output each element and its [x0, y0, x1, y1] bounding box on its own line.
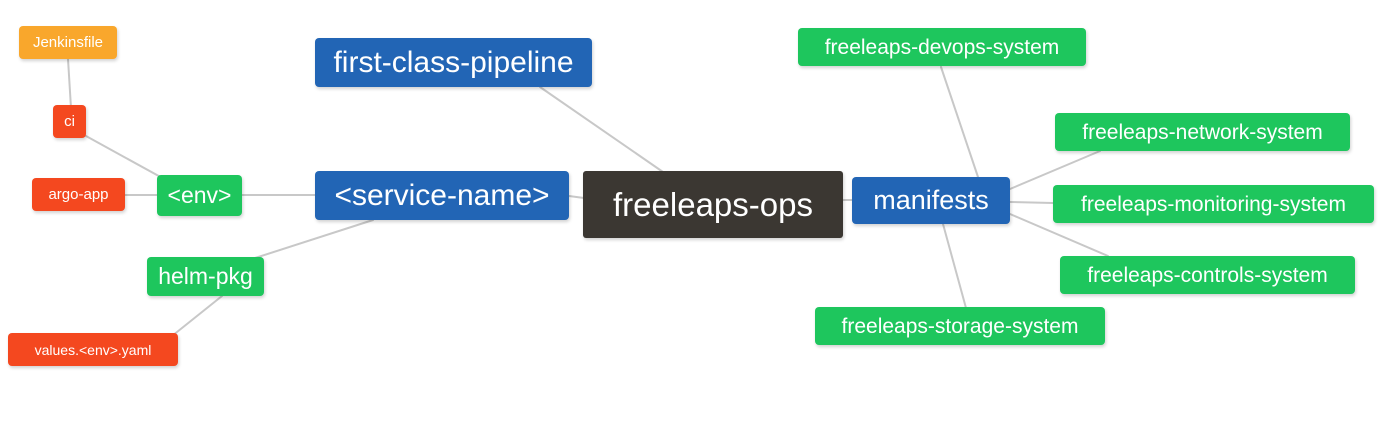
- node-service-name-label: <service-name>: [334, 178, 550, 212]
- node-manifests[interactable]: manifests: [852, 177, 1010, 224]
- edge-jenkinsfile-ci: [67, 58, 72, 109]
- node-env-label: <env>: [167, 182, 232, 208]
- node-helm-pkg[interactable]: helm-pkg: [147, 257, 264, 296]
- node-root-label: freeleaps-ops: [613, 186, 813, 223]
- edge-manifests-networksystem: [1009, 150, 1101, 190]
- node-argo-app[interactable]: argo-app: [32, 178, 125, 211]
- node-ci[interactable]: ci: [53, 105, 86, 138]
- node-values-yaml[interactable]: values.<env>.yaml: [8, 333, 178, 366]
- node-ci-label: ci: [64, 113, 75, 130]
- node-freeleaps-controls-system-label: freeleaps-controls-system: [1087, 263, 1328, 287]
- edge-manifests-storagesystem: [942, 223, 967, 309]
- node-freeleaps-monitoring-system-label: freeleaps-monitoring-system: [1081, 192, 1346, 216]
- node-freeleaps-storage-system-label: freeleaps-storage-system: [841, 314, 1079, 338]
- node-argo-app-label: argo-app: [48, 186, 109, 203]
- node-freeleaps-devops-system-label: freeleaps-devops-system: [824, 35, 1060, 59]
- node-freeleaps-controls-system[interactable]: freeleaps-controls-system: [1060, 256, 1355, 294]
- node-root-freeleaps-ops[interactable]: freeleaps-ops: [583, 171, 843, 238]
- node-env[interactable]: <env>: [157, 175, 242, 216]
- edge-manifests-devopssystem: [940, 66, 979, 178]
- node-first-class-pipeline[interactable]: first-class-pipeline: [315, 38, 592, 87]
- node-values-yaml-label: values.<env>.yaml: [34, 341, 152, 358]
- node-freeleaps-network-system-label: freeleaps-network-system: [1082, 120, 1323, 144]
- node-manifests-label: manifests: [873, 185, 989, 215]
- node-first-class-pipeline-label: first-class-pipeline: [333, 45, 574, 79]
- node-freeleaps-monitoring-system[interactable]: freeleaps-monitoring-system: [1053, 185, 1374, 223]
- node-freeleaps-devops-system[interactable]: freeleaps-devops-system: [798, 28, 1086, 66]
- node-jenkinsfile-label: Jenkinsfile: [32, 34, 104, 51]
- edge-valuesyaml-helmpkg: [171, 295, 223, 337]
- node-freeleaps-storage-system[interactable]: freeleaps-storage-system: [815, 307, 1105, 345]
- edge-firstclasspipeline-root: [539, 86, 664, 173]
- edge-helmpkg-servicename: [251, 219, 374, 260]
- edge-ci-env: [85, 135, 167, 181]
- edge-servicename-root: [568, 195, 585, 199]
- node-helm-pkg-label: helm-pkg: [158, 263, 253, 289]
- node-jenkinsfile[interactable]: Jenkinsfile: [19, 26, 117, 59]
- node-freeleaps-network-system[interactable]: freeleaps-network-system: [1055, 113, 1350, 151]
- edge-manifests-monitoringsystem: [1009, 201, 1054, 204]
- node-service-name[interactable]: <service-name>: [315, 171, 569, 220]
